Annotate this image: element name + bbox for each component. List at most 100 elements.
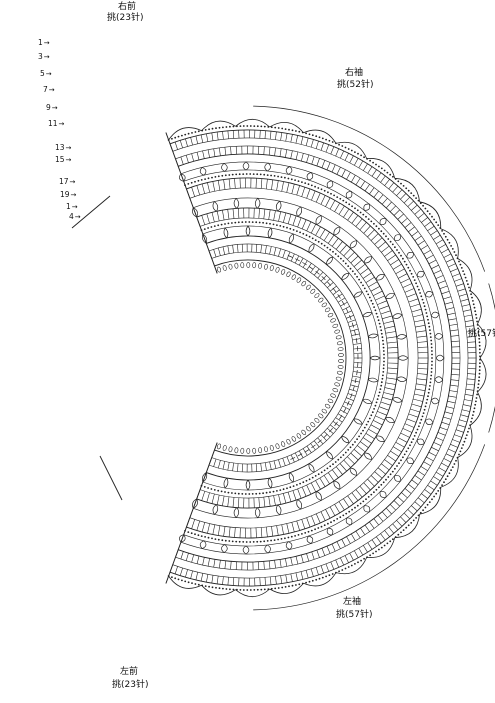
stitch-post <box>465 394 473 395</box>
stitch-dot <box>476 394 478 396</box>
stitch-dot <box>188 581 190 583</box>
stitch-post <box>283 458 286 466</box>
stitch-dot <box>217 224 219 226</box>
stitch-dot <box>292 129 294 131</box>
stitch-dot <box>171 576 173 578</box>
stitch-post <box>404 513 410 519</box>
stitch-post <box>235 179 236 189</box>
stitch-dot <box>360 212 362 214</box>
chain-loop <box>228 446 232 452</box>
stitch-dot <box>252 221 254 223</box>
chain-loop <box>336 377 342 381</box>
stitch-dot <box>354 563 356 565</box>
stitch-dot <box>332 141 334 143</box>
stitch-post <box>282 182 284 192</box>
stitch-dot <box>384 170 386 172</box>
row-number-9: 9→ <box>46 104 58 112</box>
leaf-motif <box>397 334 407 339</box>
right-sleeve-label: 右袖 <box>345 68 363 78</box>
scallop-edge <box>470 392 481 425</box>
stitch-dot <box>343 454 345 456</box>
stitch-dot <box>376 402 378 404</box>
stitch-dot <box>260 174 262 176</box>
stitch-post <box>296 573 298 581</box>
chain-loop <box>301 429 307 435</box>
stitch-dot <box>348 203 350 205</box>
stitch-dot <box>211 538 213 540</box>
stitch-dot <box>433 496 435 498</box>
stitch-dot <box>330 521 332 523</box>
leaf-motif <box>234 508 239 518</box>
stitch-post <box>351 175 355 182</box>
stitch-post <box>265 131 266 139</box>
stitch-dot <box>476 397 478 399</box>
stitch-dot <box>294 535 296 537</box>
stitch-dot <box>281 587 283 589</box>
stitch-dot <box>383 361 385 363</box>
stitch-dot <box>338 144 340 146</box>
stitch-dot <box>412 276 414 278</box>
row-number-17: 17→ <box>59 178 75 186</box>
stitch-post <box>378 242 386 249</box>
stitch-post <box>269 210 271 220</box>
stitch-post <box>256 244 257 252</box>
stitch-dot <box>458 454 460 456</box>
stitch-post <box>217 576 218 584</box>
stitch-post <box>401 493 407 498</box>
stitch-dot <box>324 245 326 247</box>
stitch-post <box>347 457 354 464</box>
stitch-post <box>333 290 339 295</box>
left-sleeve-count: 挑(57针) <box>336 610 372 620</box>
stitch-post <box>409 414 419 417</box>
stitch-post <box>291 574 293 582</box>
stitch-post <box>417 379 427 380</box>
stitch-dot <box>235 174 237 176</box>
stitch-post <box>360 486 367 494</box>
stitch-dot <box>208 537 210 539</box>
stitch-dot <box>218 539 220 541</box>
stitch-dot <box>392 176 394 178</box>
stitch-dot <box>397 180 399 182</box>
stitch-dot <box>404 454 406 456</box>
stitch-dot <box>415 197 417 199</box>
stitch-post <box>416 331 426 333</box>
stitch-post <box>206 574 208 582</box>
stitch-dot <box>279 225 281 227</box>
stitch-post <box>354 449 362 456</box>
stitch-post <box>384 460 392 466</box>
stitch-post <box>274 248 276 256</box>
chain-loop <box>318 297 324 303</box>
stitch-post <box>186 553 188 561</box>
stitch-dot <box>351 565 353 567</box>
stitch-post <box>180 140 182 148</box>
stitch-post <box>421 466 428 470</box>
stitch-post <box>446 454 453 457</box>
scallop-edge <box>202 585 236 595</box>
stitch-post <box>186 155 188 163</box>
stitch-dot <box>474 404 476 406</box>
stitch-dot <box>427 210 429 212</box>
stitch-post <box>363 164 367 171</box>
stitch-dot <box>306 234 308 236</box>
stitch-post <box>382 198 387 204</box>
stitch-post <box>396 269 405 274</box>
stitch-post <box>272 526 273 536</box>
stitch-post <box>345 153 349 160</box>
leaf-motif <box>431 398 439 404</box>
stitch-dot <box>205 585 207 587</box>
stitch-post <box>307 189 310 198</box>
stitch-dot <box>253 173 255 175</box>
stitch-dot <box>288 129 290 131</box>
stitch-dot <box>195 131 197 133</box>
stitch-post <box>408 484 414 489</box>
stitch-post <box>405 488 411 493</box>
stitch-post <box>372 540 377 547</box>
row-number-13: 13→ <box>55 144 71 152</box>
stitch-dot <box>377 398 379 400</box>
stitch-post <box>360 442 368 448</box>
stitch-post <box>285 559 286 567</box>
stitch-dot <box>347 265 349 267</box>
stitch-dot <box>211 177 213 179</box>
stitch-dot <box>246 125 248 127</box>
stitch-dot <box>219 127 221 129</box>
